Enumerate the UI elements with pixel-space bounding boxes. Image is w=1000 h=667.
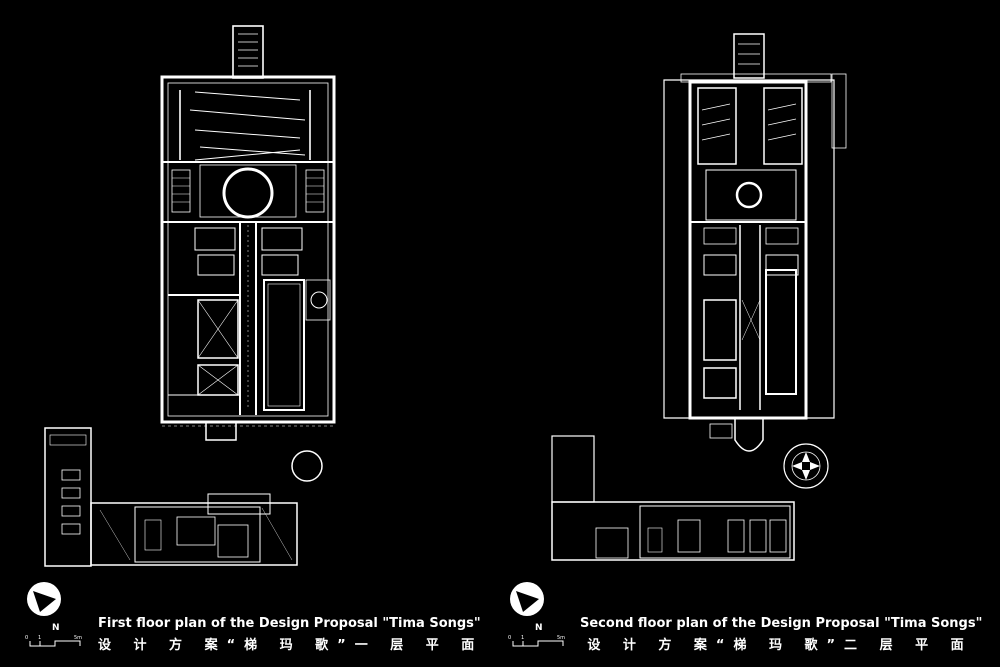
scale-bar-first: 0 1 5m [25, 635, 82, 647]
scale-bar-second: 0 1 5m [508, 635, 565, 647]
caption-second-cn: 设 计 方 案“梯 玛 歌”二 层 平 面 [587, 638, 973, 653]
scale-start-second: 0 [508, 635, 511, 641]
second-floor-main-plan [663, 33, 847, 452]
scale-mid-second: 1 [521, 635, 524, 641]
scale-end-second: 5m [557, 635, 565, 641]
caption-first-en: First floor plan of the Design Proposal … [98, 616, 481, 631]
caption-second-en: Second floor plan of the Design Proposal… [580, 616, 983, 631]
caption-second-floor: Second floor plan of the Design Proposal… [580, 616, 983, 653]
scale-end-first: 5m [74, 635, 82, 641]
caption-first-floor: First floor plan of the Design Proposal … [98, 616, 484, 653]
first-floor-annex-plan [44, 427, 298, 567]
compass-medallion-second [783, 443, 829, 489]
compass-circle-first [291, 450, 323, 482]
north-label-second: N [535, 623, 543, 633]
scale-start-first: 0 [25, 635, 28, 641]
caption-first-cn: 设 计 方 案“梯 玛 歌”一 层 平 面 [98, 638, 484, 653]
scale-mid-first: 1 [38, 635, 41, 641]
first-floor-main-plan [160, 25, 336, 441]
north-arrow-first: N [27, 582, 61, 633]
north-label-first: N [52, 623, 60, 633]
north-arrow-second: N [510, 582, 544, 633]
second-floor-annex-plan [551, 435, 795, 561]
